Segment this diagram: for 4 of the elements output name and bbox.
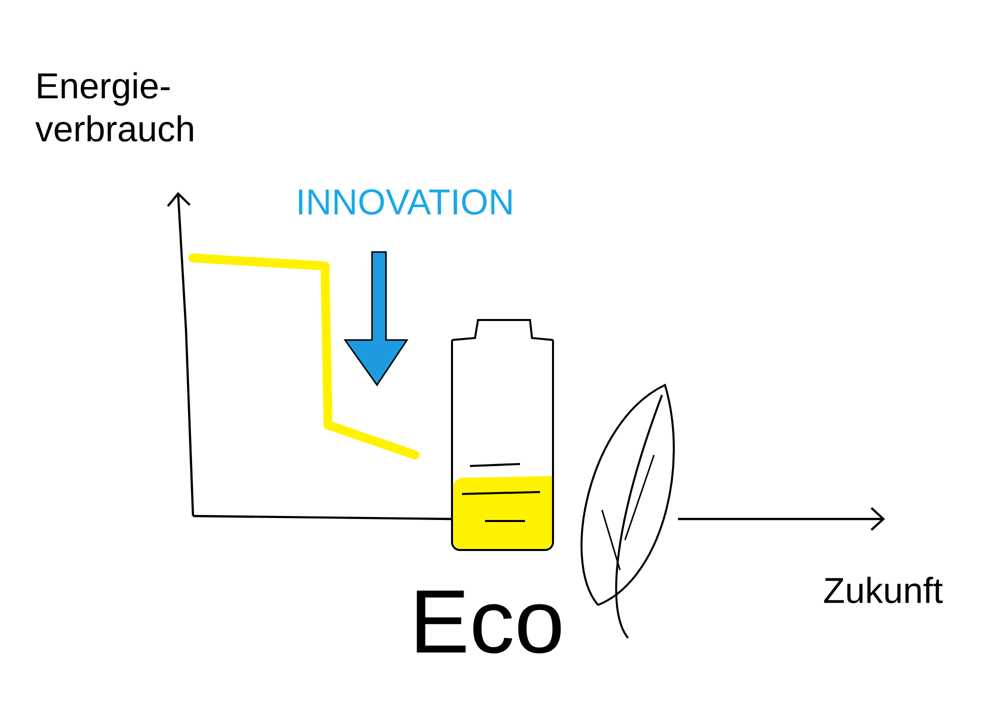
- eco-label: Eco: [416, 590, 561, 654]
- innovation-label: INNOVATION: [299, 189, 512, 215]
- axis-label: Zukunft: [824, 576, 943, 604]
- axis-label: Energie- verbrauch: [35, 72, 193, 142]
